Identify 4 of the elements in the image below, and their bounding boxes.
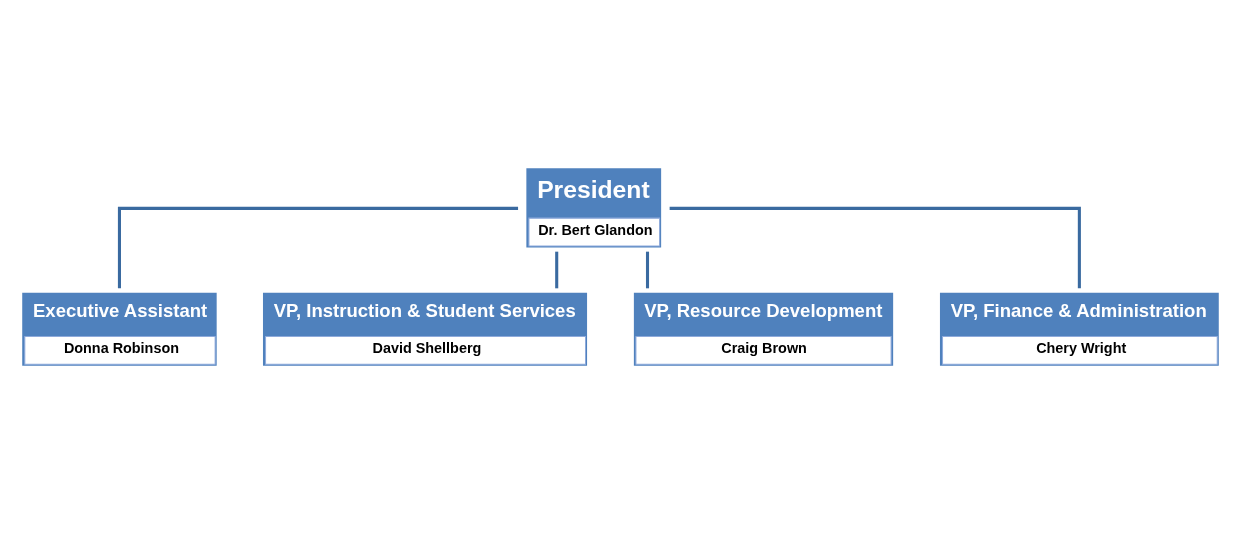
connector xyxy=(645,251,650,288)
connector xyxy=(669,206,1081,288)
connector xyxy=(555,251,559,288)
connector xyxy=(117,206,519,288)
